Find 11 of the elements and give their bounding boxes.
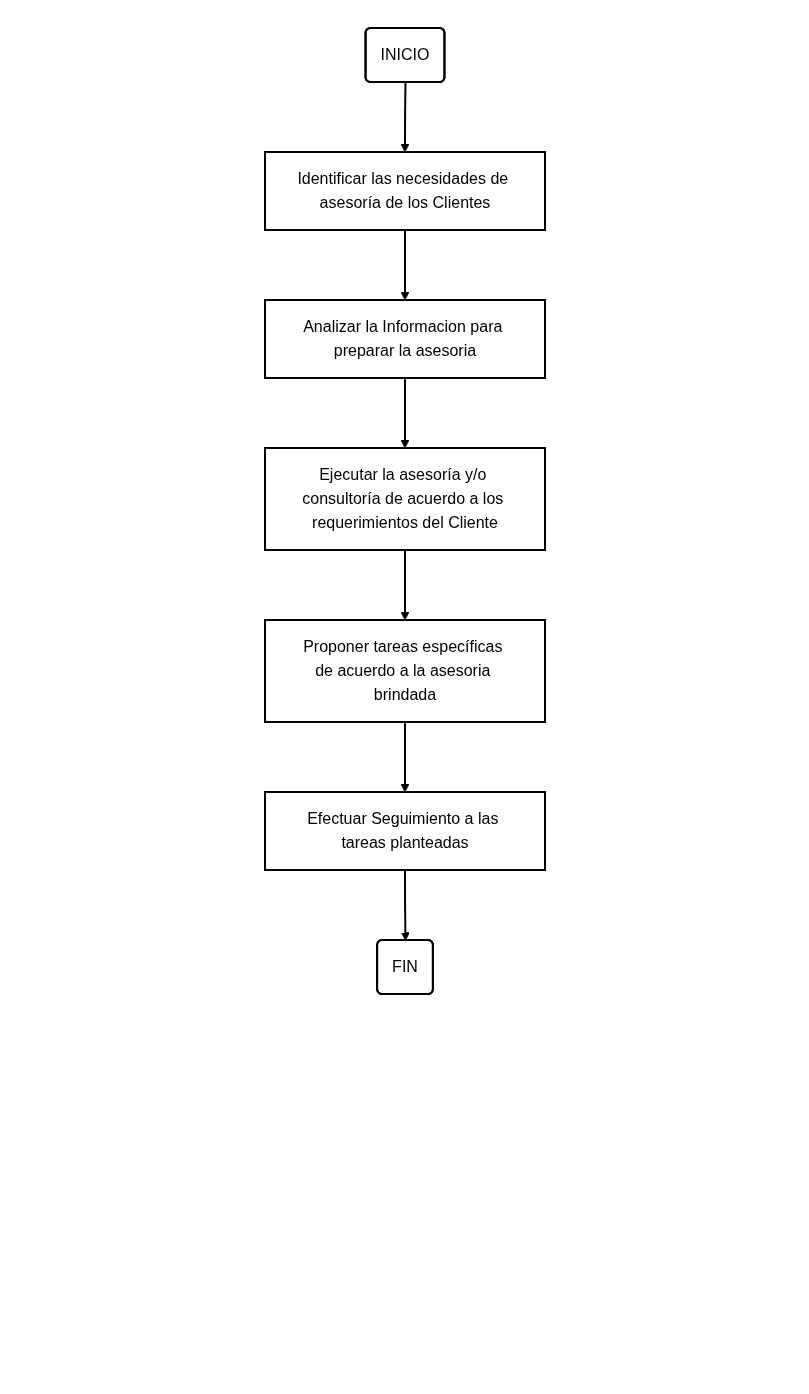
arrow <box>400 721 409 793</box>
arrow <box>400 81 409 153</box>
arrow <box>400 549 409 621</box>
arrow <box>400 229 409 301</box>
node-box: Proponer tareas específicas de acuerdo a la asesoria brindada <box>263 619 546 723</box>
node-box: Efectuar Seguimiento a las tareas planteadas <box>263 791 546 871</box>
node-box: Analizar la Informacion para preparar la asesoria <box>263 299 546 379</box>
node-box: Ejecutar la asesoría y/o consultoría de acuerdo a los requerimientos del Cliente <box>263 447 546 551</box>
arrow <box>400 377 409 449</box>
node-box: Identificar las necesidades de asesoría de los Clientes <box>263 151 546 231</box>
arrow <box>400 869 410 941</box>
